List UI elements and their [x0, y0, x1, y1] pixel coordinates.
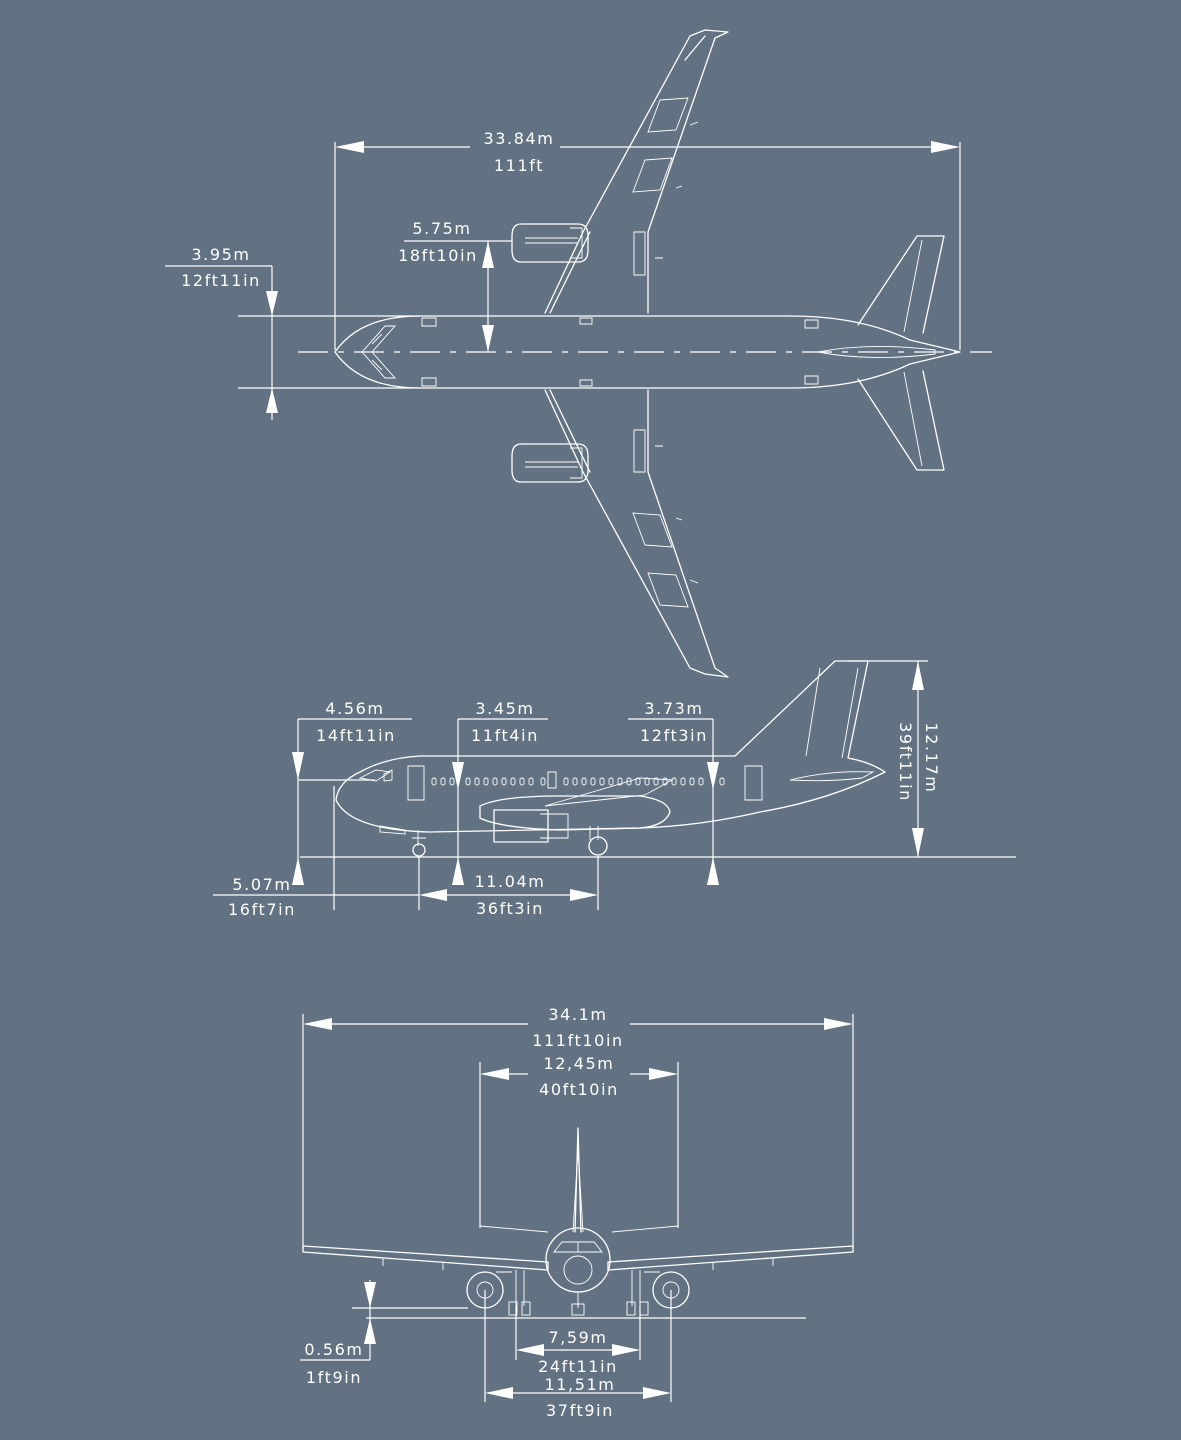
engine-spacing-dimension: 11,51m 37ft9in — [484, 1290, 672, 1420]
front-view: 34.1m 111ft10in 12,45m 40ft10in 0.56m 1f… — [300, 1005, 854, 1420]
wheel-track-metric-label: 7,59m — [548, 1328, 607, 1347]
engine-clearance-metric-label: 0.56m — [304, 1340, 363, 1359]
length-imperial-label: 111ft — [494, 156, 544, 175]
engine-clearance-dimension: 0.56m 1ft9in — [300, 1280, 468, 1387]
length-metric-label: 33.84m — [484, 129, 555, 148]
nose-gear-offset-metric-label: 5.07m — [232, 875, 291, 894]
wingspan-dimension: 34.1m 111ft10in — [302, 1005, 854, 1248]
engine-offset-metric-label: 5.75m — [412, 219, 471, 238]
engine-offset-imperial-label: 18ft10in — [398, 246, 478, 265]
mid-door-metric-label: 3.45m — [475, 699, 534, 718]
aft-door-dimension: 3.73m 12ft3in — [628, 699, 719, 885]
side-view: 4.56m 14ft11in 3.45m 11ft4in 3.73m 12ft3… — [213, 660, 1016, 919]
tailplane-span-imperial-label: 40ft10in — [539, 1080, 619, 1099]
engine-clearance-imperial-label: 1ft9in — [306, 1368, 362, 1387]
top-view-aircraft — [298, 29, 992, 678]
aft-door-imperial-label: 12ft3in — [640, 726, 708, 745]
wheel-track-imperial-label: 24ft11in — [538, 1357, 618, 1376]
fuselage-width-imperial-label: 12ft11in — [181, 271, 261, 290]
nose-door-dimension: 4.56m 14ft11in — [292, 699, 412, 885]
wheelbase-metric-label: 11.04m — [475, 872, 546, 891]
nose-gear-offset-imperial-label: 16ft7in — [228, 900, 296, 919]
mid-door-imperial-label: 11ft4in — [471, 726, 539, 745]
engine-spacing-metric-label: 11,51m — [545, 1375, 616, 1394]
fuselage-width-metric-label: 3.95m — [191, 245, 250, 264]
mid-door-dimension: 3.45m 11ft4in — [452, 699, 548, 885]
wheelbase-imperial-label: 36ft3in — [476, 899, 544, 918]
top-view: 33.84m 111ft 5.75m 18ft10in 3.95m 12ft11… — [165, 29, 992, 678]
nose-gear-offset-dimension: 5.07m 16ft7in — [213, 786, 420, 919]
tailplane-span-dimension: 12,45m 40ft10in — [479, 1054, 679, 1228]
fuselage-width-dimension: 3.95m 12ft11in — [165, 245, 420, 420]
tailplane-span-metric-label: 12,45m — [544, 1054, 615, 1073]
wheelbase-dimension: 11.04m 36ft3in — [419, 856, 599, 918]
aft-door-metric-label: 3.73m — [644, 699, 703, 718]
front-view-aircraft — [302, 1127, 854, 1319]
length-dimension: 33.84m 111ft — [334, 128, 961, 350]
nose-door-imperial-label: 14ft11in — [316, 726, 396, 745]
engine-offset-dimension: 5.75m 18ft10in — [398, 219, 512, 352]
nose-door-metric-label: 4.56m — [325, 699, 384, 718]
wingspan-metric-label: 34.1m — [548, 1005, 607, 1024]
height-imperial-label: 39ft11in — [896, 722, 915, 802]
wingspan-imperial-label: 111ft10in — [532, 1031, 624, 1050]
cabin-windows — [431, 777, 725, 786]
height-dimension: 12.17m 39ft11in — [848, 660, 941, 857]
wheel-track-dimension: 7,59m 24ft11in — [515, 1306, 641, 1376]
engine-spacing-imperial-label: 37ft9in — [546, 1401, 614, 1420]
height-metric-label: 12.17m — [922, 723, 941, 794]
